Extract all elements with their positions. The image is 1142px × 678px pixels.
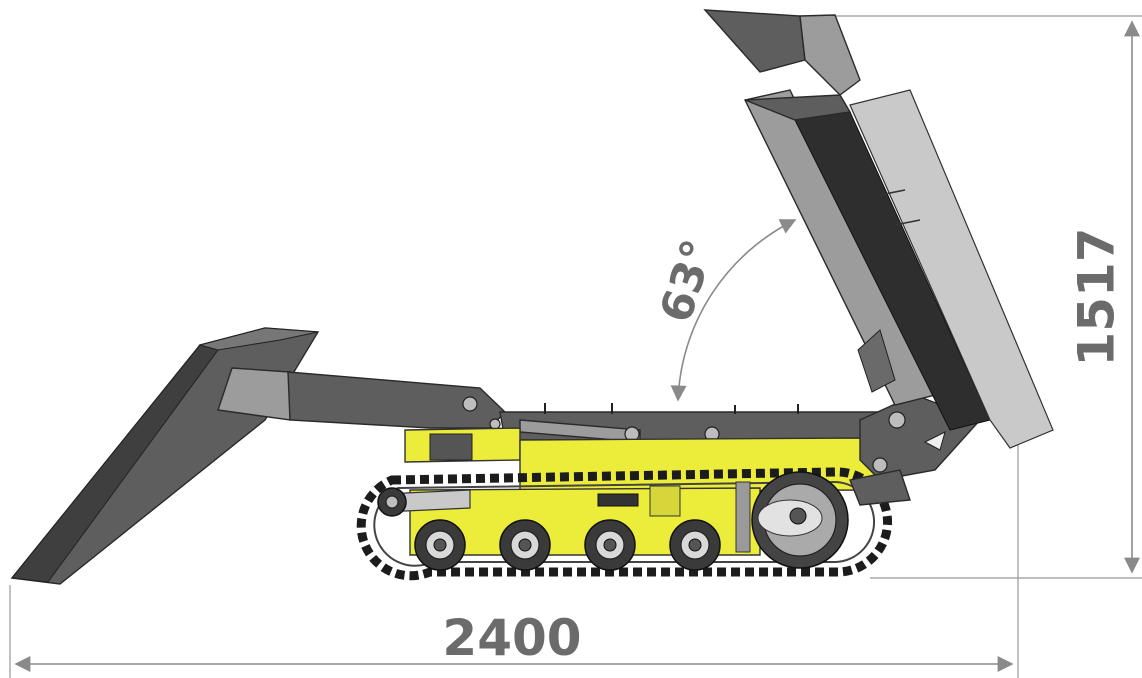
length-dimension-label: 2400 <box>442 609 581 667</box>
road-wheel <box>669 519 721 571</box>
height-dimension: 1517 <box>810 15 1142 579</box>
drive-sprocket <box>735 471 849 569</box>
boom-pivot-pin <box>462 396 478 412</box>
height-dimension-label: 1517 <box>1068 227 1126 366</box>
road-wheel <box>499 519 551 571</box>
road-wheel <box>414 519 466 571</box>
angle-dimension: 63° <box>651 219 797 402</box>
angle-dimension-label: 63° <box>651 234 725 329</box>
front-idler <box>377 487 471 517</box>
chassis-frame <box>499 403 907 443</box>
road-wheels <box>414 519 721 571</box>
dump-skip <box>703 9 1054 449</box>
loader-bucket <box>10 327 320 585</box>
road-wheel <box>584 519 636 571</box>
length-dimension: 2400 <box>9 440 1019 678</box>
